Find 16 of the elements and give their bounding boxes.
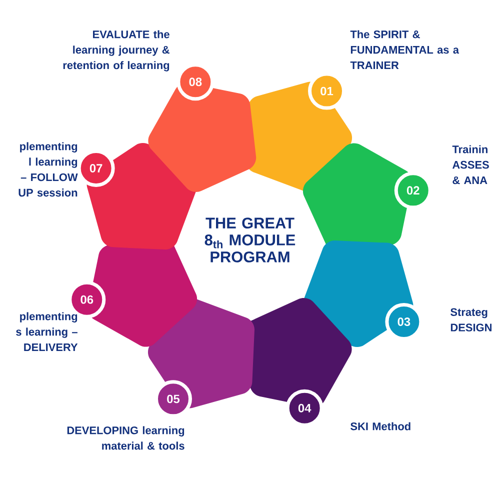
step-description: Trainin ASSES & ANA <box>452 145 489 184</box>
number-badge: 03 <box>385 303 423 340</box>
step-description: DEVELOPING learning material & tools <box>67 426 184 450</box>
step-description: EVALUATE the learning journey & retention of learning <box>63 30 170 72</box>
number-badge: 05 <box>154 380 192 418</box>
number-badge: 07 <box>77 150 115 187</box>
step-description: SKI Method <box>350 422 410 430</box>
number-badge: 02 <box>394 172 432 210</box>
step-description: plementing s learning – DELIVERY <box>16 312 78 352</box>
center-title: THE GREAT 8$_{th}$ MODULE PROGRAM <box>204 218 296 262</box>
step-description: Strateg DESIGN <box>450 308 492 332</box>
number-badge: 08 <box>176 63 214 101</box>
number-badge: 01 <box>308 72 346 110</box>
step-description: The SPIRIT & FUNDAMENTAL as a TRAINER <box>350 30 460 70</box>
number-badge: 04 <box>286 389 324 427</box>
step-description: plementing l learning – FOLLOW UP session <box>18 142 78 197</box>
